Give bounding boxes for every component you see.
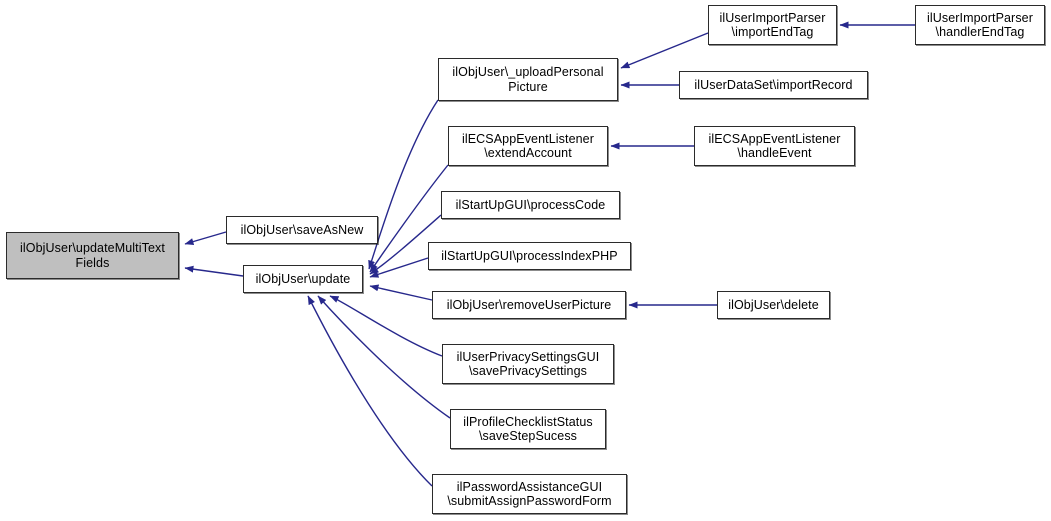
graph-node-handleEvent[interactable]: ilECSAppEventListener \handleEvent — [694, 126, 855, 166]
graph-node-label: ilUserPrivacySettingsGUI \savePrivacySet… — [456, 349, 600, 379]
graph-node-label: ilUserDataSet\importRecord — [694, 77, 853, 92]
graph-node-label: ilStartUpGUI\processCode — [455, 197, 606, 212]
graph-node-saveStepSucess[interactable]: ilProfileChecklistStatus \saveStepSucess — [450, 409, 606, 449]
graph-node-importRecord[interactable]: ilUserDataSet\importRecord — [679, 71, 868, 99]
graph-node-label: ilECSAppEventListener \extendAccount — [461, 131, 595, 161]
graph-node-savePrivacySettings[interactable]: ilUserPrivacySettingsGUI \savePrivacySet… — [442, 344, 614, 384]
call-edge — [184, 231, 227, 245]
call-edge — [307, 295, 433, 487]
graph-node-importEndTag[interactable]: ilUserImportParser \importEndTag — [708, 5, 837, 45]
call-edge — [317, 295, 451, 419]
graph-node-removeUserPicture[interactable]: ilObjUser\removeUserPicture — [432, 291, 626, 319]
graph-node-label: ilECSAppEventListener \handleEvent — [708, 131, 841, 161]
call-edge — [184, 265, 244, 277]
graph-node-label: ilObjUser\updateMultiText Fields — [20, 241, 165, 270]
graph-node-label: ilObjUser\delete — [728, 297, 819, 312]
graph-node-label: ilObjUser\saveAsNew — [240, 222, 364, 237]
graph-node-label: ilUserImportParser \importEndTag — [719, 10, 826, 40]
graph-node-delete[interactable]: ilObjUser\delete — [717, 291, 830, 319]
graph-node-label: ilUserImportParser \handlerEndTag — [927, 10, 1033, 40]
graph-node-processIndexPHP[interactable]: ilStartUpGUI\processIndexPHP — [428, 242, 631, 270]
graph-node-update[interactable]: ilObjUser\update — [243, 265, 363, 293]
graph-node-updateMultiTextFields[interactable]: ilObjUser\updateMultiText Fields — [6, 232, 179, 279]
graph-node-label: ilObjUser\_uploadPersonal Picture — [452, 65, 604, 94]
graph-node-label: ilPasswordAssistanceGUI \submitAssignPas… — [447, 479, 612, 509]
graph-node-label: ilObjUser\update — [255, 271, 351, 286]
call-edge — [329, 295, 443, 357]
graph-node-extendAccount[interactable]: ilECSAppEventListener \extendAccount — [448, 126, 608, 166]
graph-node-processCode[interactable]: ilStartUpGUI\processCode — [441, 191, 620, 219]
graph-node-label: ilObjUser\removeUserPicture — [446, 297, 612, 312]
call-edge — [369, 284, 433, 301]
graph-node-saveAsNew[interactable]: ilObjUser\saveAsNew — [226, 216, 378, 244]
graph-node-label: ilProfileChecklistStatus \saveStepSucess — [463, 414, 593, 444]
call-edge — [369, 257, 429, 278]
graph-node-uploadPersonalPicture[interactable]: ilObjUser\_uploadPersonal Picture — [438, 58, 618, 101]
graph-node-label: ilStartUpGUI\processIndexPHP — [441, 248, 618, 263]
call-edge — [620, 32, 709, 69]
graph-node-submitAssignPasswordForm[interactable]: ilPasswordAssistanceGUI \submitAssignPas… — [432, 474, 627, 514]
graph-node-handlerEndTag[interactable]: ilUserImportParser \handlerEndTag — [915, 5, 1045, 45]
